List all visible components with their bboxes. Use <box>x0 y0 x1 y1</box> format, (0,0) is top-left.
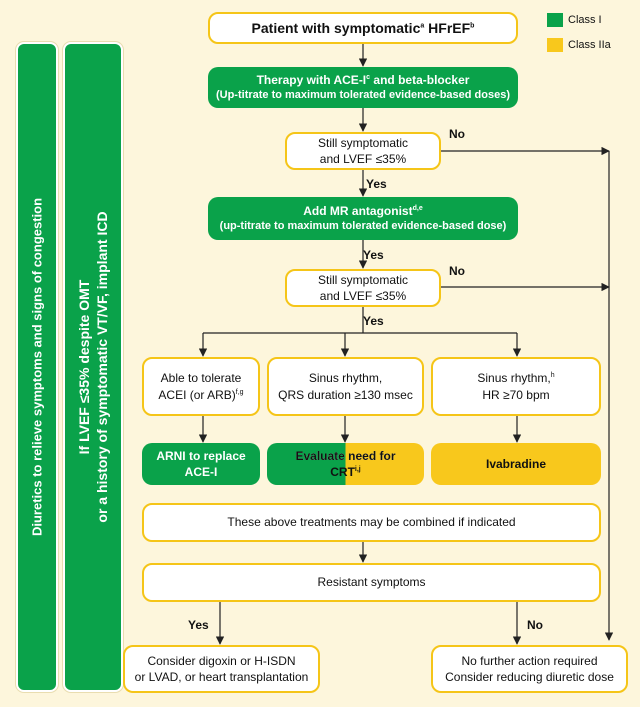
branch2-line2: QRS duration ≥130 msec <box>278 387 413 402</box>
check2-line1: Still symptomatic <box>317 272 409 287</box>
icd-bar: If LVEF ≤35% despite OMT or a history of… <box>63 42 123 692</box>
final-right-line1: No further action required <box>461 653 598 668</box>
diuretics-text: Diuretics to relieve symptoms and signs … <box>29 197 45 537</box>
final-right-box: No further action required Consider redu… <box>431 645 628 693</box>
legend-class2a-swatch <box>547 38 563 52</box>
branch3-box: Sinus rhythm,h HR ≥70 bpm <box>431 357 601 416</box>
therapy-title: Therapy with ACE-Ic and beta-blocker <box>256 72 470 87</box>
final-left-line2: or LVAD, or heart transplantation <box>134 670 309 684</box>
legend-class1-label: Class I <box>568 14 602 26</box>
check2-box: Still symptomatic and LVEF ≤35% <box>285 269 441 307</box>
branch2-box: Sinus rhythm, QRS duration ≥130 msec <box>267 357 424 416</box>
crt-line2: CRTi,j <box>330 465 361 479</box>
mra-title: Add MR antagonistd,e <box>303 203 423 218</box>
arni-line2: ACE-I <box>184 465 218 479</box>
therapy-sub: (Up-titrate to maximum tolerated evidenc… <box>215 89 510 102</box>
final-left-box: Consider digoxin or H-ISDN or LVAD, or h… <box>123 645 320 693</box>
mra-sub: (up-titrate to maximum tolerated evidenc… <box>219 220 507 233</box>
branch1-line2: ACEI (or ARB)f,g <box>158 387 244 402</box>
legend-class2a-label: Class IIa <box>568 39 611 51</box>
yes4-label: Yes <box>188 618 209 632</box>
start-box: Patient with symptomatica HFrEFb <box>208 12 518 44</box>
yes2-label: Yes <box>363 248 384 262</box>
check2-line2: and LVEF ≤35% <box>319 289 407 303</box>
branch1-line1: Able to tolerate <box>160 371 242 386</box>
check1-line2: and LVEF ≤35% <box>319 152 407 166</box>
no3-label: No <box>527 618 543 632</box>
crt-line1: Evaluate need for <box>295 448 396 463</box>
combined-text: These above treatments may be combined i… <box>227 515 516 530</box>
no2-label: No <box>449 264 465 278</box>
check1-box: Still symptomatic and LVEF ≤35% <box>285 132 441 170</box>
resistant-text: Resistant symptoms <box>317 575 426 590</box>
final-right-line2: Consider reducing diuretic dose <box>445 670 614 684</box>
therapy-box: Therapy with ACE-Ic and beta-blocker (Up… <box>208 67 518 108</box>
branch2-line1: Sinus rhythm, <box>308 371 383 386</box>
branch3-line1: Sinus rhythm,h <box>477 371 555 386</box>
crt-box: Evaluate need for CRTi,j <box>267 443 424 485</box>
ivabradine-text: Ivabradine <box>485 456 547 471</box>
diuretics-bar: Diuretics to relieve symptoms and signs … <box>16 42 58 692</box>
ivabradine-box: Ivabradine <box>431 443 601 485</box>
combined-box: These above treatments may be combined i… <box>142 503 601 542</box>
start-text: Patient with symptomatica HFrEFb <box>251 19 475 36</box>
yes1-label: Yes <box>366 177 387 191</box>
branch1-box: Able to tolerate ACEI (or ARB)f,g <box>142 357 260 416</box>
branch3-line2: HR ≥70 bpm <box>482 387 550 402</box>
final-left-line1: Consider digoxin or H-ISDN <box>147 653 296 668</box>
mra-box: Add MR antagonistd,e (up-titrate to maxi… <box>208 197 518 240</box>
no1-label: No <box>449 127 465 141</box>
yes3-label: Yes <box>363 314 384 328</box>
icd-line2: or a history of symptomatic VT/VF, impla… <box>94 211 110 523</box>
resistant-box: Resistant symptoms <box>142 563 601 602</box>
check1-line1: Still symptomatic <box>317 135 409 150</box>
legend-class1-swatch <box>547 13 563 27</box>
arni-box: ARNI to replace ACE-I <box>142 443 260 485</box>
icd-line1: If LVEF ≤35% despite OMT <box>75 279 92 455</box>
icd-text: If LVEF ≤35% despite OMT or a history of… <box>75 211 111 522</box>
arni-line1: ARNI to replace <box>156 448 246 463</box>
